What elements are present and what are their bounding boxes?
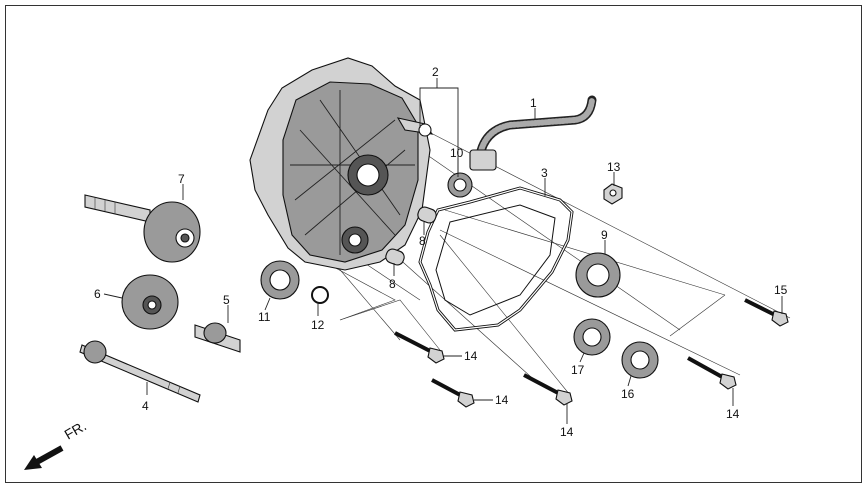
bolt-14-c bbox=[523, 373, 573, 406]
callout-10: 10 bbox=[450, 146, 464, 160]
callout-14a: 14 bbox=[464, 349, 478, 363]
washer-12 bbox=[311, 286, 329, 304]
callout-9: 9 bbox=[601, 228, 608, 242]
callout-4: 4 bbox=[142, 399, 149, 413]
bearing-17 bbox=[573, 318, 611, 356]
cover-gasket bbox=[418, 186, 574, 332]
front-direction-indicator: FR. bbox=[24, 417, 89, 470]
bearing-10 bbox=[447, 172, 473, 198]
diagram-frame bbox=[5, 5, 862, 483]
callout-8b: 8 bbox=[389, 277, 396, 291]
transmission-case bbox=[249, 57, 434, 271]
breather-tube bbox=[469, 95, 597, 171]
bolt-15 bbox=[744, 298, 789, 327]
bolt-14-d bbox=[687, 356, 737, 390]
countershaft-7 bbox=[84, 194, 201, 263]
front-arrow-shaft bbox=[33, 445, 64, 466]
callout-3: 3 bbox=[541, 166, 548, 180]
callout-14c: 14 bbox=[560, 425, 574, 439]
callout-8a: 8 bbox=[419, 234, 426, 248]
final-shaft-4 bbox=[79, 340, 201, 403]
nut-13 bbox=[603, 183, 623, 205]
bearing-16 bbox=[621, 341, 659, 379]
callout-15: 15 bbox=[774, 283, 788, 297]
callout-2: 2 bbox=[432, 65, 439, 79]
gear-6 bbox=[121, 274, 179, 330]
callout-5: 5 bbox=[223, 293, 230, 307]
callout-labels: 1 2 3 4 5 6 7 8 8 9 10 11 12 13 14 14 14… bbox=[94, 65, 788, 439]
bearing-11 bbox=[260, 260, 300, 300]
bolt-14-b bbox=[431, 378, 475, 408]
bolt-14-a bbox=[394, 331, 445, 364]
pinion-shaft-5 bbox=[194, 322, 241, 353]
callout-16: 16 bbox=[621, 387, 635, 401]
callout-7: 7 bbox=[178, 172, 185, 186]
leader-lines bbox=[103, 78, 783, 424]
callout-12: 12 bbox=[311, 318, 325, 332]
dowel-pins-8 bbox=[385, 206, 437, 266]
callout-11: 11 bbox=[258, 310, 271, 324]
callout-14b: 14 bbox=[495, 393, 509, 407]
callout-13: 13 bbox=[607, 160, 621, 174]
front-direction-label: FR. bbox=[62, 417, 90, 442]
callout-17: 17 bbox=[571, 363, 585, 377]
callout-6: 6 bbox=[94, 287, 101, 301]
arrow-left-icon bbox=[24, 455, 42, 470]
bearing-9 bbox=[575, 252, 621, 298]
callout-1: 1 bbox=[530, 96, 537, 110]
callout-14d: 14 bbox=[726, 407, 740, 421]
